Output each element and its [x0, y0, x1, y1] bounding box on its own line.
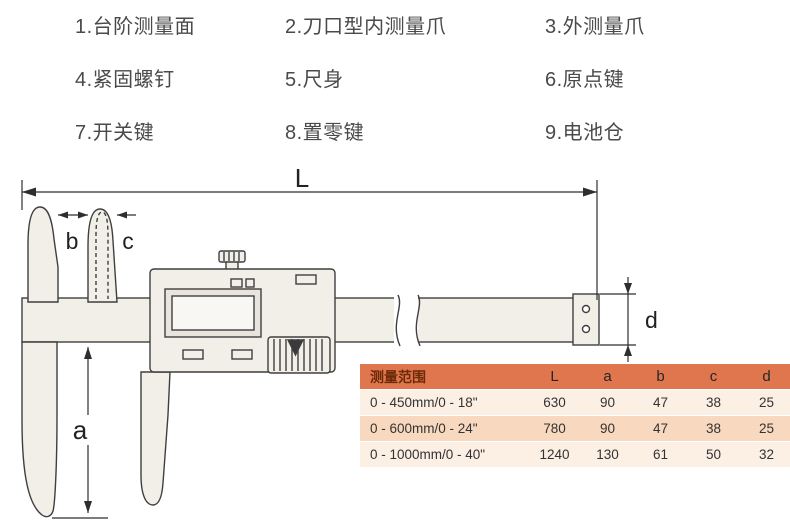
lower-movable-jaw — [140, 371, 171, 506]
spec-table-header-row: 测量范围 L a b c d — [360, 364, 790, 390]
upper-fixed-jaw — [27, 206, 59, 303]
range-cell: 0 - 1000mm/0 - 40" — [360, 441, 528, 468]
legend-item-2: 2.刀口型内测量爪 — [285, 16, 447, 38]
legend-item-3: 3.外测量爪 — [545, 16, 645, 38]
upper-movable-jaw — [87, 208, 118, 303]
value-cell: 90 — [581, 389, 634, 416]
beam-end-cap — [572, 293, 600, 346]
lcd-screen — [171, 295, 255, 331]
value-cell: 130 — [581, 441, 634, 468]
thumb-roller — [267, 336, 331, 374]
origin-key — [295, 274, 317, 285]
range-cell: 0 - 450mm/0 - 18" — [360, 389, 528, 416]
value-cell: 32 — [740, 441, 790, 468]
end-cap-hole — [581, 304, 591, 314]
value-cell: 38 — [687, 415, 740, 442]
legend-item-9: 9.电池仓 — [545, 122, 625, 144]
col-header-a: a — [581, 364, 634, 390]
col-header-b: b — [634, 364, 687, 390]
legend-item-8: 8.置零键 — [285, 122, 365, 144]
screw-knurl — [223, 252, 240, 261]
onoff-key — [182, 349, 204, 360]
dim-label-L: L — [295, 165, 309, 193]
dim-label-a: a — [73, 415, 88, 445]
value-cell: 90 — [581, 415, 634, 442]
top-buttons — [230, 278, 243, 288]
value-cell: 61 — [634, 441, 687, 468]
table-row: 0 - 1000mm/0 - 40" 1240 130 61 50 32 — [360, 441, 790, 468]
roller-marker — [286, 339, 305, 357]
value-cell: 780 — [528, 415, 581, 442]
value-cell: 47 — [634, 389, 687, 416]
lower-fixed-jaw — [21, 341, 58, 518]
spec-table: 测量范围 L a b c d 0 - 450mm/0 - 18" 630 90 … — [360, 364, 790, 468]
beam-break-line — [395, 294, 401, 347]
legend-item-6: 6.原点键 — [545, 69, 625, 91]
col-header-range: 测量范围 — [360, 364, 528, 390]
legend-item-1: 1.台阶测量面 — [75, 16, 196, 38]
table-row: 0 - 600mm/0 - 24" 780 90 47 38 25 — [360, 415, 790, 442]
value-cell: 630 — [528, 389, 581, 416]
top-buttons — [245, 278, 255, 288]
value-cell: 25 — [740, 389, 790, 416]
col-header-d: d — [740, 364, 790, 390]
value-cell: 38 — [687, 389, 740, 416]
end-cap-hole — [581, 324, 591, 334]
dim-label-c: c — [122, 228, 134, 254]
dim-label-b: b — [66, 228, 79, 254]
roller-serration — [273, 339, 323, 371]
legend-item-4: 4.紧固螺钉 — [75, 69, 175, 91]
beam-break-line — [415, 294, 421, 347]
caliper-diagram: L b c a d — [21, 165, 658, 519]
value-cell: 1240 — [528, 441, 581, 468]
legend-item-5: 5.尺身 — [285, 69, 344, 91]
value-cell: 47 — [634, 415, 687, 442]
dim-a-label-mask — [68, 415, 92, 445]
knife-edge-profile-dashed — [95, 211, 109, 299]
col-header-L: L — [528, 364, 581, 390]
range-cell: 0 - 600mm/0 - 24" — [360, 415, 528, 442]
clamping-screw-head — [218, 250, 246, 263]
value-cell: 25 — [740, 415, 790, 442]
table-row: 0 - 450mm/0 - 18" 630 90 47 38 25 — [360, 389, 790, 416]
zero-key — [231, 349, 253, 360]
beam-break-gap — [394, 295, 418, 345]
col-header-c: c — [687, 364, 740, 390]
parts-legend: 1.台阶测量面 2.刀口型内测量爪 3.外测量爪 4.紧固螺钉 5.尺身 6.原… — [75, 10, 645, 169]
legend-item-7: 7.开关键 — [75, 122, 155, 144]
value-cell: 50 — [687, 441, 740, 468]
dim-label-d: d — [645, 307, 658, 333]
